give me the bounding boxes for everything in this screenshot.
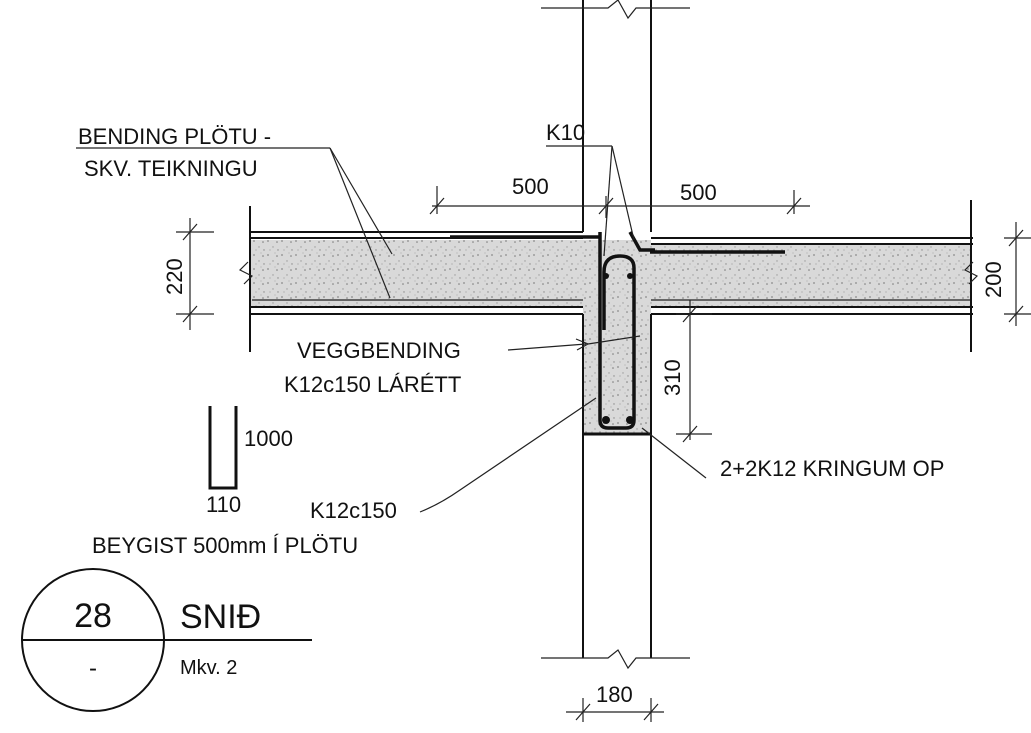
dim-180-text: 180 (596, 682, 633, 707)
label-k12c150: K12c150 (310, 397, 597, 523)
wall-lower (541, 314, 690, 670)
dimension-220: 220 (162, 218, 214, 330)
dim-500-right-text: 500 (680, 180, 717, 205)
title-number: 28 (74, 597, 112, 635)
u-bar-detail: 1000 110 BEYGIST 500mm Í PLÖTU (92, 406, 358, 558)
bending-plotu-text: BENDING PLÖTU - (78, 124, 271, 149)
title-scale: Mkv. 2 (180, 657, 237, 679)
title-block: 28 - SNIÐ Mkv. 2 (21, 568, 312, 712)
skv-teikningu-text: SKV. TEIKNINGU (84, 156, 258, 181)
slab-section (238, 200, 979, 434)
veggbending-text: VEGGBENDING (297, 338, 461, 363)
dim-110-text: 110 (206, 492, 241, 517)
k12c150-text: K12c150 (310, 498, 397, 523)
dimension-200: 200 (981, 222, 1031, 326)
dim-1000-text: 1000 (244, 426, 293, 451)
k12c150-larett-text: K12c150 LÁRÉTT (284, 372, 461, 397)
label-k10: K10 (546, 120, 635, 257)
dim-200-text: 200 (981, 261, 1006, 298)
beygist-text: BEYGIST 500mm Í PLÖTU (92, 533, 358, 558)
label-kringum-op: 2+2K12 KRINGUM OP (641, 427, 944, 481)
label-bending-plotu: BENDING PLÖTU - SKV. TEIKNINGU (76, 124, 393, 299)
title-sheet: - (89, 655, 97, 682)
dim-220-text: 220 (162, 258, 187, 295)
dimension-500-500: 500 500 (429, 174, 810, 218)
dim-310-text: 310 (660, 359, 685, 396)
label-veggbending: VEGGBENDING K12c150 LÁRÉTT (284, 335, 641, 397)
title-text: SNIÐ (180, 598, 261, 636)
wall-upper (541, 0, 690, 232)
dimension-180: 180 (566, 682, 664, 722)
dim-500-left-text: 500 (512, 174, 549, 199)
dimension-310: 310 (660, 300, 712, 443)
k10-text: K10 (546, 120, 585, 145)
kringum-op-text: 2+2K12 KRINGUM OP (720, 456, 944, 481)
